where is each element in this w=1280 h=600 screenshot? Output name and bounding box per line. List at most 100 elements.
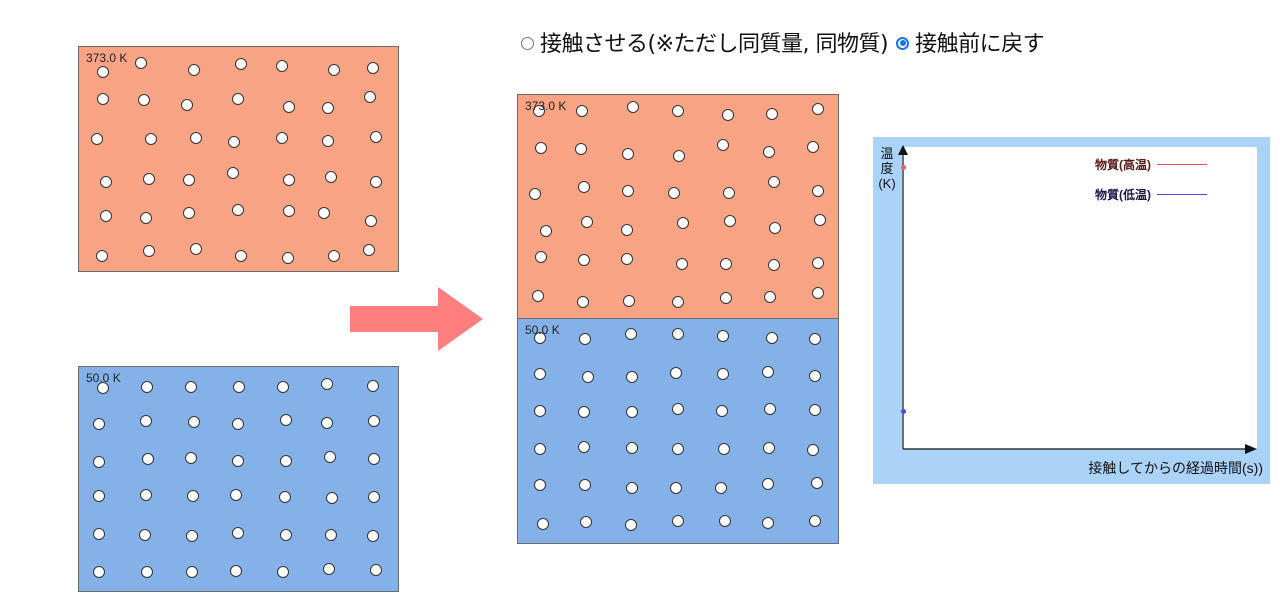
particle <box>532 290 544 302</box>
particle <box>581 216 593 228</box>
particle <box>763 442 775 454</box>
particle <box>232 418 244 430</box>
particle <box>93 566 105 578</box>
particle <box>276 132 288 144</box>
particle <box>280 414 292 426</box>
particle <box>321 417 333 429</box>
particle <box>100 176 112 188</box>
particle <box>368 453 380 465</box>
particle <box>812 287 824 299</box>
before-cold-container: 50.0 K <box>78 366 399 592</box>
particle <box>529 188 541 200</box>
particle <box>276 60 288 72</box>
particle <box>626 406 638 418</box>
particle <box>812 103 824 115</box>
radio-reset[interactable] <box>896 36 910 50</box>
particle <box>283 205 295 217</box>
particle <box>365 215 377 227</box>
particle <box>186 566 198 578</box>
particle <box>769 222 781 234</box>
particle <box>232 527 244 539</box>
particle <box>809 515 821 527</box>
particle <box>96 250 108 262</box>
particle <box>322 102 334 114</box>
legend-hot-label: 物質(高温) <box>1095 158 1151 172</box>
legend-cold: 物質(低温) <box>1095 186 1207 203</box>
particle <box>811 477 823 489</box>
particle <box>188 416 200 428</box>
particle <box>283 101 295 113</box>
particle <box>145 133 157 145</box>
particle <box>668 187 680 199</box>
y-axis-arrow-icon <box>898 145 908 155</box>
particle <box>93 528 105 540</box>
after-cold-temperature-label: 50.0 K <box>525 323 560 337</box>
particle <box>622 148 634 160</box>
particle <box>190 243 202 255</box>
particle <box>577 296 589 308</box>
particle <box>364 91 376 103</box>
particle <box>540 225 552 237</box>
particle <box>762 517 774 529</box>
particle <box>720 258 732 270</box>
particle <box>768 259 780 271</box>
particle <box>622 185 634 197</box>
particle <box>720 292 732 304</box>
particle <box>722 109 734 121</box>
particle <box>718 443 730 455</box>
particle <box>763 146 775 158</box>
radio-contact-label[interactable]: 接触させる(※ただし同質量, 同物質) <box>540 32 889 57</box>
particle <box>766 332 778 344</box>
particle <box>277 566 289 578</box>
radio-reset-label[interactable]: 接触前に戻す <box>915 32 1045 57</box>
particle <box>625 328 637 340</box>
after-hot-temperature-label: 373.0 K <box>525 99 567 113</box>
particle <box>324 451 336 463</box>
particle <box>534 405 546 417</box>
particle <box>764 403 776 415</box>
particle <box>670 482 682 494</box>
particle <box>232 455 244 467</box>
particle <box>140 489 152 501</box>
chart-x-axis-label: 接触してからの経過時間(s)) <box>1088 460 1263 476</box>
particle <box>762 478 774 490</box>
particle <box>282 252 294 264</box>
hot-temperature-label: 373.0 K <box>86 51 128 65</box>
particle <box>762 366 774 378</box>
particle <box>534 479 546 491</box>
radio-contact[interactable] <box>521 36 534 50</box>
particle <box>187 490 199 502</box>
particle <box>277 381 289 393</box>
particle <box>809 404 821 416</box>
particle <box>368 415 380 427</box>
legend-hot-line <box>1157 164 1207 165</box>
particle <box>627 101 639 113</box>
particle <box>766 108 778 120</box>
particle <box>183 174 195 186</box>
particle <box>717 368 729 380</box>
particle <box>232 204 244 216</box>
particle <box>328 64 340 76</box>
particle <box>676 258 688 270</box>
particle <box>142 453 154 465</box>
after-cold-container: 50.0 K <box>517 318 839 544</box>
particle <box>672 403 684 415</box>
particle <box>368 491 380 503</box>
particle <box>185 452 197 464</box>
particle <box>535 142 547 154</box>
particle <box>809 333 821 345</box>
particle <box>235 250 247 262</box>
particle <box>367 62 379 74</box>
particle <box>670 367 682 379</box>
particle <box>673 150 685 162</box>
particle <box>625 519 637 531</box>
particle <box>812 257 824 269</box>
particle <box>97 66 109 78</box>
legend-cold-line <box>1157 194 1207 195</box>
particle <box>579 479 591 491</box>
particle <box>143 245 155 257</box>
particle <box>141 566 153 578</box>
particle <box>325 171 337 183</box>
particle <box>535 251 547 263</box>
